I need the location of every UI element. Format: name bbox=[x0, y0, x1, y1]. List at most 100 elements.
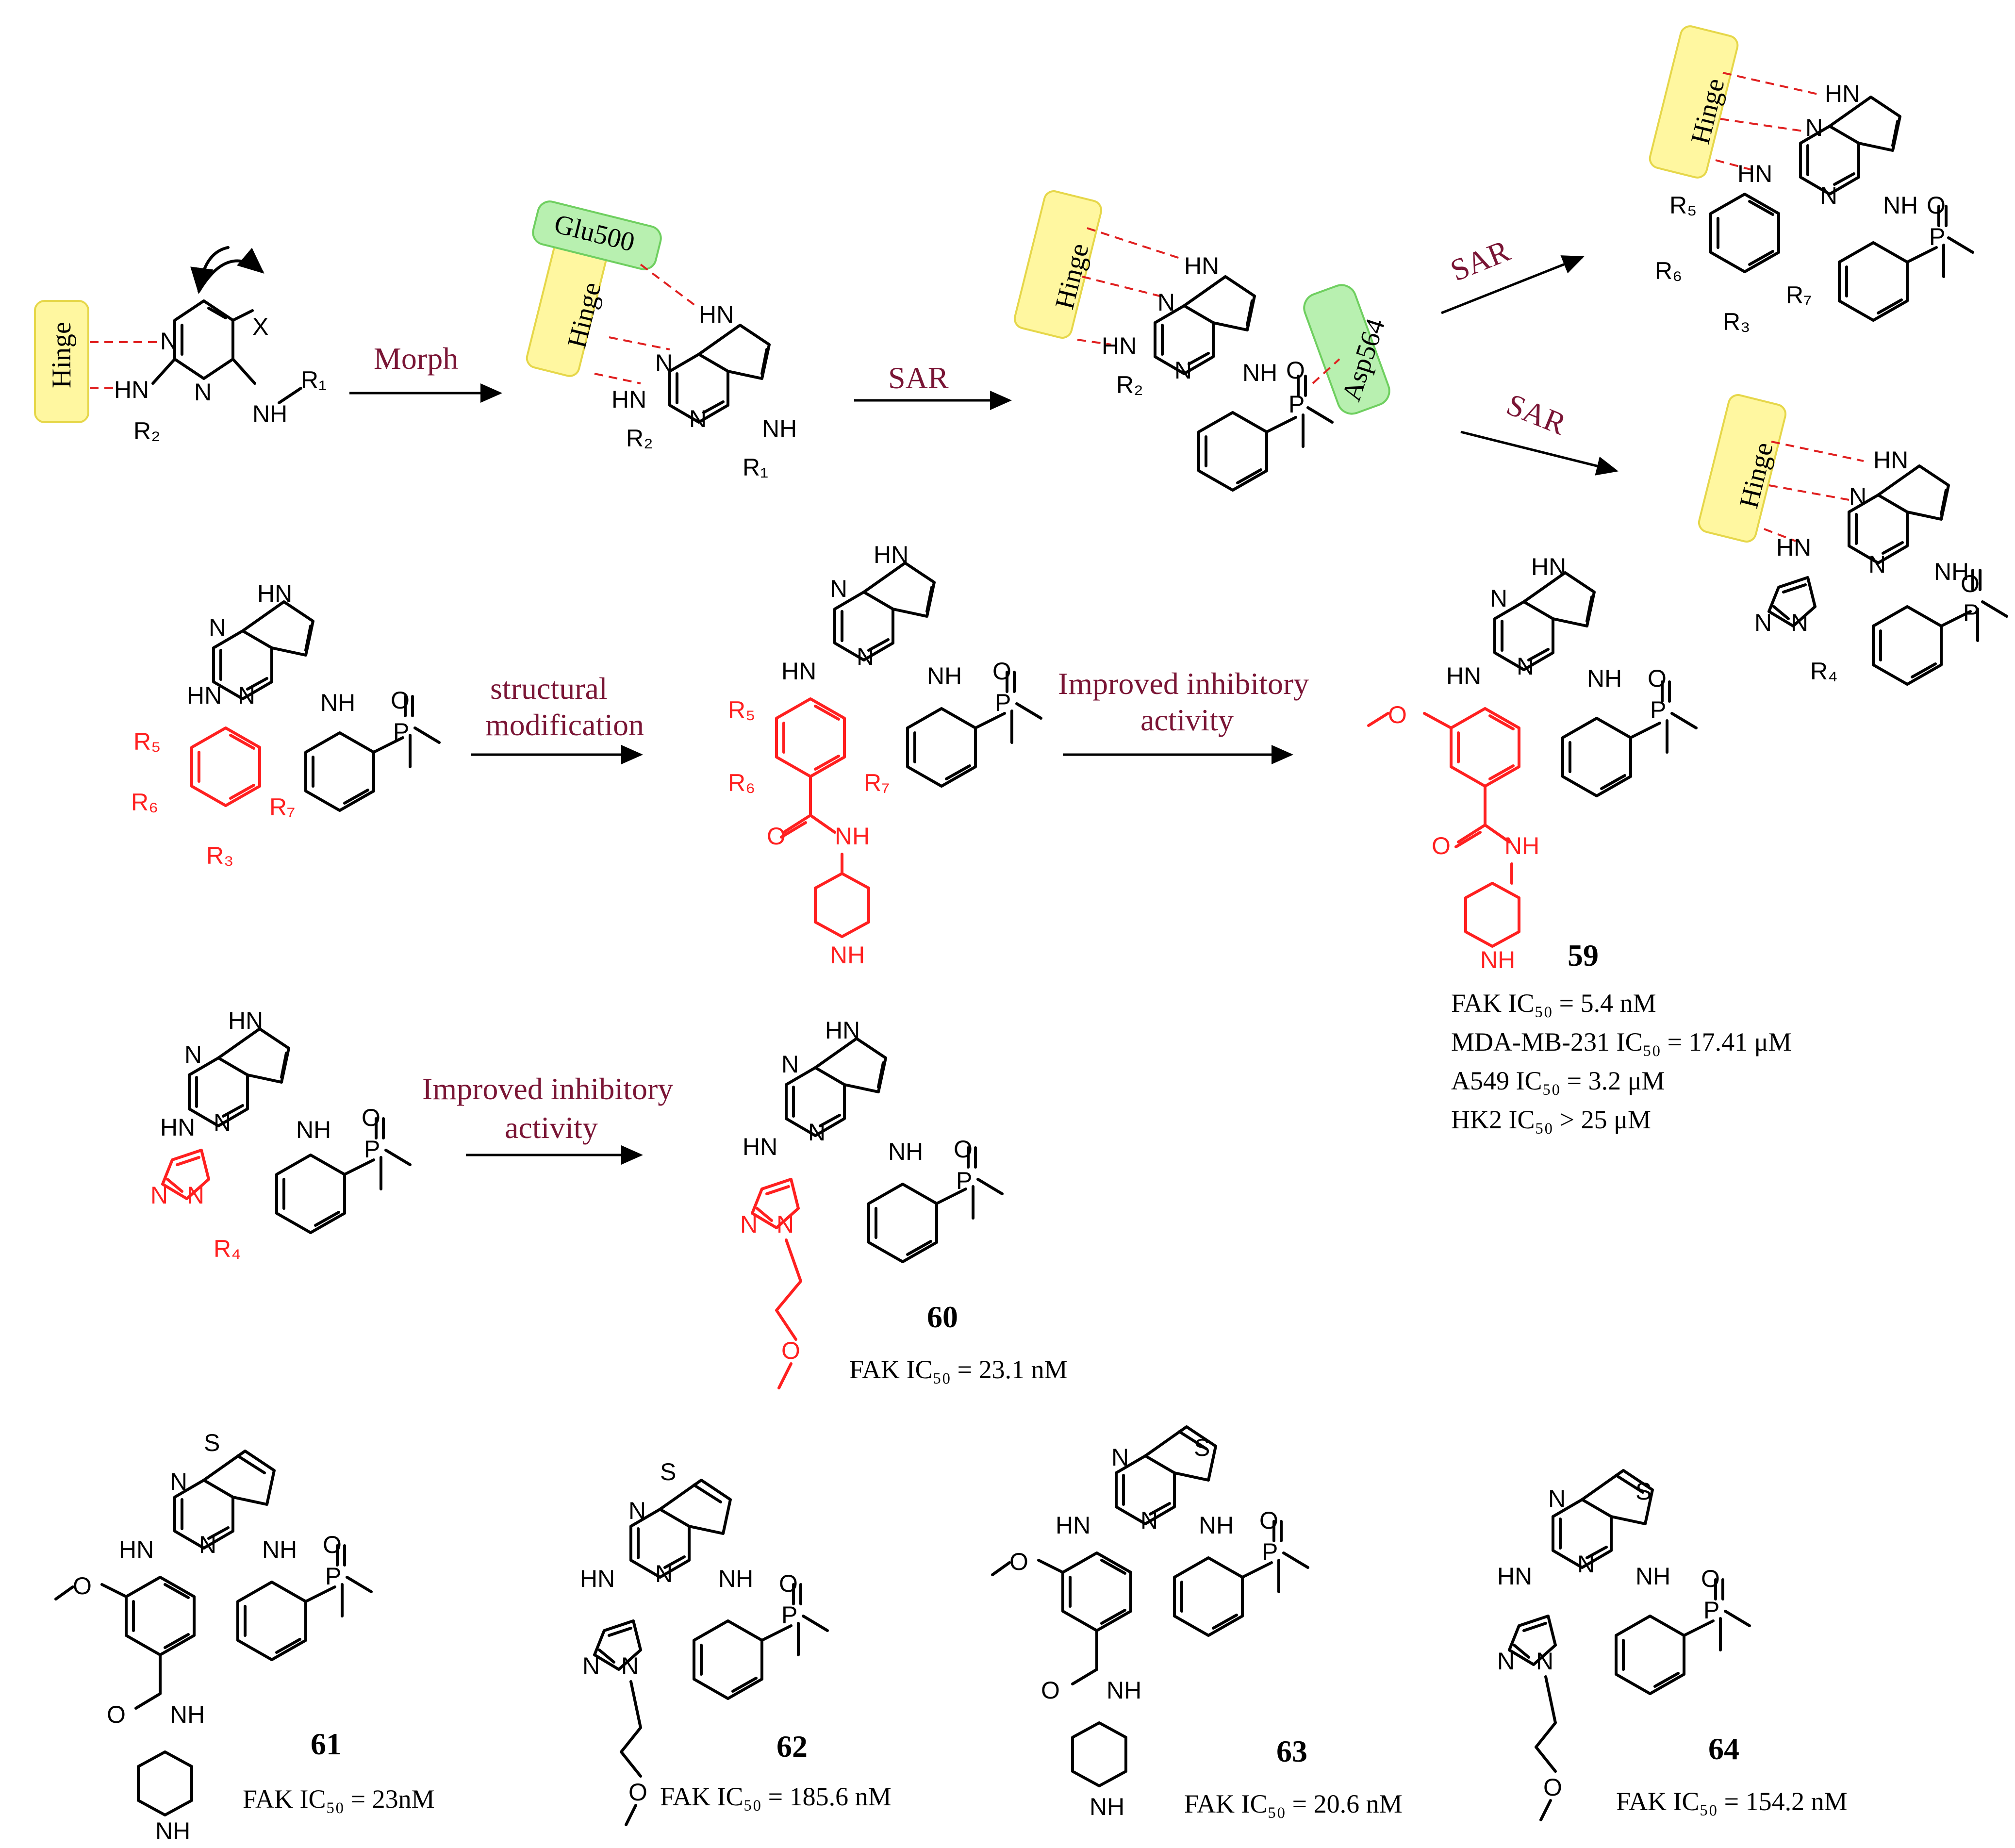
c59-mda-ic50: MDA-MB-231 IC₅₀ = 17.41 μM bbox=[1451, 1027, 1792, 1056]
svg-text:N: N bbox=[214, 1109, 231, 1136]
improved-label-3: Improved inhibitory bbox=[422, 1072, 673, 1106]
svg-text:R₇: R₇ bbox=[269, 793, 295, 821]
svg-text:P: P bbox=[781, 1601, 797, 1629]
svg-text:NH: NH bbox=[718, 1565, 753, 1592]
svg-text:NH: NH bbox=[1587, 665, 1622, 692]
svg-text:P: P bbox=[1650, 696, 1666, 724]
scaffold-pyrimidine: Hinge N N X HN R₂ NH R₁ bbox=[34, 246, 327, 445]
svg-text:HN: HN bbox=[1102, 332, 1137, 360]
svg-text:NH: NH bbox=[1635, 1563, 1670, 1590]
svg-text:N: N bbox=[1820, 182, 1837, 209]
structural-label-1: structural bbox=[490, 671, 608, 706]
svg-text:N: N bbox=[857, 643, 874, 670]
svg-text:HN: HN bbox=[1825, 80, 1860, 107]
amide-intermediate: HN N N HN NH R₅ R₆ R₇ O NH NH P O bbox=[728, 541, 1041, 969]
svg-text:NH: NH bbox=[1480, 946, 1515, 974]
svg-text:NH: NH bbox=[1107, 1677, 1141, 1704]
svg-text:NH: NH bbox=[830, 941, 865, 969]
svg-text:HN: HN bbox=[1497, 1563, 1532, 1590]
svg-text:O: O bbox=[1927, 192, 1946, 219]
svg-text:N: N bbox=[582, 1652, 600, 1680]
svg-text:P: P bbox=[393, 718, 409, 745]
svg-text:N: N bbox=[621, 1652, 639, 1680]
svg-text:NH: NH bbox=[1199, 1512, 1234, 1539]
sar-label-1: SAR bbox=[888, 361, 949, 395]
svg-text:NH: NH bbox=[1883, 192, 1918, 219]
svg-text:S: S bbox=[1194, 1434, 1210, 1461]
svg-text:P: P bbox=[325, 1563, 341, 1590]
svg-text:N: N bbox=[199, 1531, 216, 1558]
morph-label: Morph bbox=[374, 341, 458, 376]
general-pyrazole-scaffold: HN N N HN NH N N R₄ P O bbox=[150, 1007, 410, 1262]
svg-text:N: N bbox=[808, 1119, 826, 1146]
svg-text:NH: NH bbox=[1090, 1793, 1124, 1820]
sar-label-2: SAR bbox=[1446, 233, 1515, 288]
svg-text:R₁: R₁ bbox=[301, 366, 327, 394]
svg-text:N: N bbox=[689, 405, 707, 432]
svg-text:HN: HN bbox=[781, 658, 816, 685]
compound-id-60: 60 bbox=[927, 1300, 958, 1334]
compound-id-61: 61 bbox=[311, 1727, 342, 1761]
compound-63: S N N HN NH O O NH NH P O 63 FAK IC₅₀ = … bbox=[991, 1427, 1403, 1820]
svg-text:N: N bbox=[1174, 357, 1192, 384]
compound-id-63: 63 bbox=[1276, 1734, 1307, 1768]
svg-text:R₄: R₄ bbox=[1810, 658, 1838, 685]
svg-text:NH: NH bbox=[296, 1116, 331, 1143]
svg-text:N: N bbox=[160, 328, 178, 355]
svg-text:S: S bbox=[204, 1429, 220, 1456]
svg-text:N: N bbox=[194, 379, 212, 406]
svg-text:O: O bbox=[628, 1779, 647, 1806]
svg-text:NH: NH bbox=[762, 415, 797, 442]
pyrrolopyrimidine-core: Hinge Glu500 HN N N HN R₂ NH R₁ bbox=[526, 200, 797, 481]
svg-text:HN: HN bbox=[228, 1007, 263, 1034]
svg-text:O: O bbox=[391, 687, 410, 714]
svg-text:NH: NH bbox=[927, 662, 962, 690]
phosphine-oxide-intermediate: Hinge HN N N HN R₂ NH P O Asp564 bbox=[1013, 190, 1391, 490]
svg-text:O: O bbox=[1009, 1548, 1028, 1575]
svg-text:R₆: R₆ bbox=[728, 769, 755, 796]
svg-text:HN: HN bbox=[743, 1133, 777, 1160]
sar-arrow-2 bbox=[1441, 255, 1585, 314]
improved-label-1: Improved inhibitory bbox=[1058, 666, 1309, 701]
c59-fak-ic50: FAK IC₅₀ = 5.4 nM bbox=[1451, 989, 1656, 1018]
svg-text:S: S bbox=[660, 1458, 676, 1485]
svg-text:N: N bbox=[1791, 609, 1808, 636]
svg-text:N: N bbox=[1497, 1648, 1515, 1675]
svg-text:R₃: R₃ bbox=[206, 842, 233, 869]
svg-text:N: N bbox=[1490, 585, 1507, 612]
svg-text:N: N bbox=[1868, 551, 1886, 578]
svg-text:O: O bbox=[1432, 832, 1451, 859]
svg-text:P: P bbox=[364, 1136, 380, 1163]
svg-text:N: N bbox=[238, 682, 255, 709]
svg-text:HN: HN bbox=[1776, 534, 1811, 561]
compound-62: S N N HN NH N N O P O 62 FAK IC₅₀ = 185.… bbox=[580, 1458, 892, 1826]
svg-text:S: S bbox=[1635, 1478, 1652, 1505]
svg-text:N: N bbox=[150, 1182, 168, 1209]
svg-text:O: O bbox=[323, 1531, 342, 1558]
svg-text:HN: HN bbox=[825, 1017, 860, 1044]
svg-text:R₄: R₄ bbox=[214, 1235, 241, 1262]
svg-text:N: N bbox=[1111, 1444, 1129, 1471]
svg-text:NH: NH bbox=[888, 1138, 923, 1165]
svg-text:O: O bbox=[1701, 1565, 1720, 1592]
c62-fak-ic50: FAK IC₅₀ = 185.6 nM bbox=[660, 1782, 892, 1811]
svg-text:NH: NH bbox=[320, 689, 355, 716]
compound-64: S N N HN NH N N O P O 64 FAK IC₅₀ = 154.… bbox=[1497, 1470, 1848, 1821]
svg-text:R₆: R₆ bbox=[1655, 257, 1682, 284]
svg-text:N: N bbox=[655, 1560, 673, 1587]
svg-text:R₂: R₂ bbox=[1116, 371, 1143, 398]
svg-text:X: X bbox=[252, 313, 268, 340]
svg-text:P: P bbox=[1703, 1597, 1719, 1624]
svg-text:NH: NH bbox=[1504, 832, 1539, 859]
svg-text:N: N bbox=[1517, 653, 1534, 680]
svg-text:N: N bbox=[781, 1051, 799, 1078]
improved-label-4: activity bbox=[505, 1110, 598, 1145]
compound-id-64: 64 bbox=[1708, 1732, 1739, 1766]
svg-text:N: N bbox=[184, 1041, 202, 1068]
svg-text:O: O bbox=[1259, 1507, 1278, 1534]
compound-60: HN N N HN NH N N O P O 60 FAK IC₅₀ = 23.… bbox=[740, 1017, 1068, 1389]
general-aryl-scaffold: HN N N HN NH R₅ R₆ R₃ R₇ P O bbox=[131, 580, 439, 869]
svg-text:N: N bbox=[1805, 114, 1823, 141]
